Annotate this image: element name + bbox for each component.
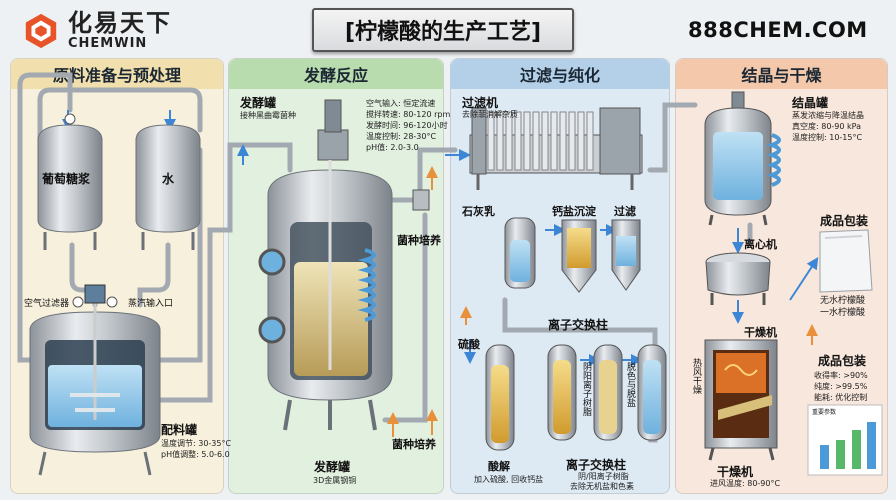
flow-arrows	[62, 110, 819, 366]
acid-hydrolysis-label: 酸解	[488, 460, 510, 473]
ion-col-decolor-label: 脱色与脱盐	[625, 362, 635, 407]
brand-logo: 化易天下 CHEMWIN	[22, 10, 172, 51]
filtration-vessel	[611, 219, 641, 291]
steam-inlet-label: 蒸汽输入口	[128, 299, 174, 309]
energy-stat: 能耗: 优化控制	[814, 393, 868, 402]
calcium-vessel	[561, 219, 597, 293]
ion-bottom-sub1: 阴/阳离子树脂	[578, 472, 629, 481]
filter-press-title: 过滤机	[462, 96, 499, 110]
chemwin-logo-icon	[25, 13, 57, 48]
seed-culture-label-2: 菌种培养	[392, 438, 436, 451]
mix-spec-temp: 温度调节: 30-35°C	[161, 439, 232, 448]
acid-column	[485, 344, 515, 451]
dryer	[704, 339, 778, 461]
crystallizer-spec-vacuum: 真空度: 80-90 kPa	[792, 122, 862, 131]
mix-spec-ph: pH值调整: 5.0-6.0	[161, 450, 230, 459]
mixing-tank	[29, 284, 161, 476]
fermenter-subtitle: 接种黑曲霉菌种	[240, 111, 296, 120]
acid-label: 硫酸	[458, 338, 480, 351]
seed-culture-label-1: 菌种培养	[397, 234, 441, 247]
hot-air-label: 热风干燥	[691, 358, 701, 394]
centrifuge-label: 离心机	[744, 238, 777, 251]
ion-col-resin-label: 阴阳离子树脂	[581, 362, 591, 416]
glucose-tank-label: 葡萄糖浆	[42, 172, 91, 186]
acid-hydrolysis-sub: 加入硫酸, 回收钙盐	[474, 475, 544, 484]
ferment-param-4: pH值: 2.0-3.0	[366, 143, 419, 152]
ion-column-1	[547, 344, 577, 441]
ferment-param-1: 搅拌转速: 80-120 rpm	[366, 110, 451, 119]
crystallizer-spec-temp: 温度控制: 10-15°C	[792, 133, 863, 142]
fermenter-tank	[258, 99, 430, 431]
water-tank	[135, 124, 201, 250]
water-tank-label: 水	[162, 172, 175, 186]
filter-press	[469, 107, 643, 190]
ion-column-2	[593, 344, 623, 441]
section-title-filter: 过滤与纯化	[451, 59, 669, 89]
product-bag-icon	[819, 229, 873, 293]
brand-en: CHEMWIN	[68, 36, 148, 51]
lime-label: 石灰乳	[462, 205, 495, 218]
product-label: 成品包装	[818, 354, 867, 368]
params-mini-chart	[807, 404, 883, 476]
dryer-bottom-title: 干燥机	[717, 465, 754, 479]
crystallizer-tank	[704, 91, 781, 226]
ferment-param-3: 温度控制: 28-30°C	[366, 132, 437, 141]
orange-arrows	[387, 166, 818, 437]
fermenter-title: 发酵罐	[240, 96, 277, 110]
pack-label: 成品包装	[820, 214, 869, 228]
mix-tank-label: 配料罐	[161, 423, 198, 437]
filtration-label: 过滤	[614, 205, 636, 218]
brand-cn: 化易天下	[68, 9, 172, 37]
crystallizer-title: 结晶罐	[792, 96, 829, 110]
ferment-param-0: 空气输入: 恒定流速	[366, 99, 436, 108]
filter-press-sub: 去除菲消解杂质	[462, 110, 518, 119]
pack-desc-anhydrous: 无水柠檬酸	[820, 296, 866, 306]
section-title-ferment: 发酵反应	[229, 59, 443, 89]
site-url: 888CHEM.COM	[688, 18, 868, 42]
ion-title: 离子交换柱	[548, 318, 609, 332]
dryer-label: 干燥机	[744, 326, 777, 339]
yield-stat: 收得率: >90%	[814, 371, 868, 380]
dryer-temp: 进风温度: 80-90°C	[710, 479, 781, 488]
ion-column-3	[637, 344, 667, 441]
section-title-crystal: 结晶与干燥	[676, 59, 887, 89]
page-title: [柠檬酸的生产工艺]	[312, 8, 574, 52]
fermenter-bottom-title: 发酵罐	[314, 460, 351, 474]
purity-stat: 纯度: >99.5%	[814, 382, 868, 391]
fermenter-bottom-sub: 3D金属钢铜	[313, 476, 357, 485]
glucose-tank	[37, 113, 103, 250]
ion-bottom-title: 离子交换柱	[566, 458, 627, 472]
ion-bottom-sub2: 去除无机盐和色素	[570, 482, 634, 491]
pack-desc-monohydrate: 一水柠檬酸	[820, 308, 866, 318]
lime-vessel	[504, 217, 536, 289]
crystallizer-sub: 蒸发浓缩与降温结晶	[792, 111, 864, 120]
calcium-label: 钙盐沉淀	[552, 205, 596, 218]
ferment-param-2: 发酵时间: 96-120小时	[366, 121, 448, 130]
centrifuge	[705, 252, 771, 305]
air-filter-label: 空气过滤器	[24, 299, 70, 309]
params-chart-title: 重要参数	[812, 409, 837, 416]
